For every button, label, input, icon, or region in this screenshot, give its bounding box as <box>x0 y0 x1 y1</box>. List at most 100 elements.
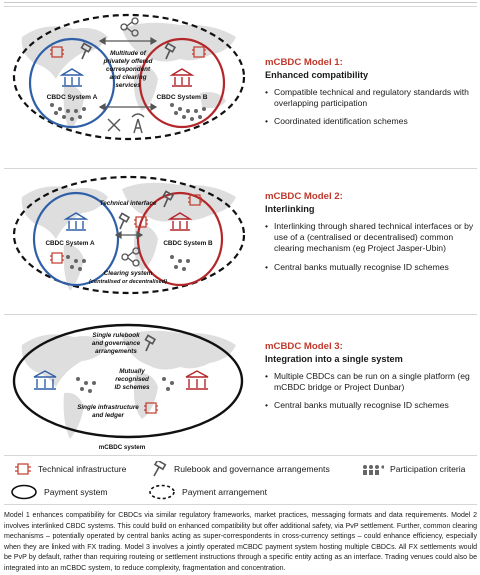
legend: Technical infrastructure Rulebook and go… <box>4 455 477 505</box>
chip-icon <box>50 252 64 264</box>
system-b-circle <box>136 191 224 287</box>
caption: Model 1 enhances compatibility for CBDCs… <box>4 512 477 572</box>
participants-icon <box>363 465 384 475</box>
chip-icon <box>188 194 202 206</box>
system-b-label: CBDC System B <box>157 94 208 101</box>
legend-payment-arrangement: Payment arrangement <box>148 484 267 500</box>
bank-icon <box>167 212 193 231</box>
id-schemes-line: Mutually <box>119 368 145 375</box>
chip-icon <box>144 402 158 414</box>
model-bullets: Compatible technical and regulatory stan… <box>265 87 477 128</box>
model-3-panel: Single rulebook and governance arrangeme… <box>4 314 477 452</box>
participants-icon <box>170 103 206 121</box>
system-a-label: CBDC System A <box>47 94 98 101</box>
rulebook-line: and governance <box>92 340 141 347</box>
payment-system-ellipse <box>12 323 244 439</box>
model-2-text: mCBDC Model 2: Interlinking Interlinking… <box>265 191 477 280</box>
legend-label: Payment system <box>44 487 108 497</box>
gavel-icon <box>118 212 131 230</box>
model-3-text: mCBDC Model 3: Integration into a single… <box>265 341 477 419</box>
model-1-text: mCBDC Model 1: Enhanced compatibility Co… <box>265 57 477 135</box>
model-bullets: Interlinking through shared technical in… <box>265 221 477 273</box>
infrastructure-line: and ledger <box>92 412 124 419</box>
id-schemes-label: Mutually recognised ID schemes <box>114 368 149 391</box>
model-title: mCBDC Model 2: <box>265 191 343 202</box>
link-arrows <box>114 230 144 240</box>
chip-icon <box>192 46 206 58</box>
rulebook-label: Single rulebook and governance arrangeme… <box>92 332 141 355</box>
model-2-diagram: Technical interface CBDC System A CBDC S… <box>4 169 254 301</box>
model-3-diagram: Single rulebook and governance arrangeme… <box>4 315 254 453</box>
world-map <box>21 22 236 131</box>
bullet-item: Coordinated identification schemes <box>265 116 477 127</box>
model-2-panel: Technical interface CBDC System A CBDC S… <box>4 168 477 300</box>
legend-participation: Participation criteria <box>362 461 465 477</box>
gavel-icon <box>162 190 175 208</box>
payment-system-symbol <box>11 484 37 500</box>
bank-icon <box>185 370 209 390</box>
center-label-line: correspondent <box>106 66 151 73</box>
payment-arrangement-ellipse <box>12 175 246 295</box>
center-label-line: and clearing <box>109 74 146 81</box>
legend-payment-system: Payment system <box>10 484 108 500</box>
legend-rulebook: Rulebook and governance arrangements <box>150 461 330 477</box>
chip-icon <box>15 463 31 475</box>
center-label: Multitude of privately offered correspon… <box>103 50 153 89</box>
center-label-line: Multitude of <box>110 50 147 57</box>
legend-label: Payment arrangement <box>182 487 268 497</box>
rulebook-line: arrangements <box>95 348 137 355</box>
tools-icon <box>107 118 121 132</box>
bullet-item: Multiple CBDCs can be run on a single pl… <box>265 371 477 393</box>
legend-technical-infrastructure: Technical infrastructure <box>14 461 126 477</box>
system-a-circle <box>28 37 116 129</box>
gavel-icon <box>164 42 177 60</box>
clearing-system-label: Clearing system <box>104 270 153 277</box>
center-label-line: privately offered <box>103 58 153 65</box>
model-subtitle: Interlinking <box>265 204 315 214</box>
model-subtitle: Enhanced compatibility <box>265 70 369 80</box>
infrastructure-label: Single infrastructure and ledger <box>77 404 139 419</box>
network-icon <box>121 247 140 267</box>
system-b-circle <box>138 37 226 129</box>
system-a-label: CBDC System A <box>45 240 95 247</box>
link-arrows <box>98 36 158 112</box>
model-subtitle: Integration into a single system <box>265 354 403 364</box>
technical-interface-label: Technical interface <box>100 200 157 207</box>
bank-icon <box>169 68 195 87</box>
mcbdc-system-label: mCBDC system <box>99 444 146 451</box>
legend-label: Participation criteria <box>390 464 466 474</box>
gavel-icon <box>80 42 93 60</box>
network-icon <box>120 17 139 37</box>
bullet-item: Central banks mutually recognise ID sche… <box>265 262 477 273</box>
center-label-line: services <box>115 82 141 89</box>
system-b-label: CBDC System B <box>163 240 213 247</box>
antenna-icon <box>131 113 145 134</box>
payment-arrangement-ellipse <box>12 13 246 141</box>
infrastructure-line: Single infrastructure <box>77 404 139 411</box>
legend-label: Rulebook and governance arrangements <box>174 464 330 474</box>
world-map <box>21 330 236 439</box>
clearing-note-label: (centralised or decentralised) <box>89 279 167 285</box>
model-1-panel: CBDC System A CBDC System B Multitude of… <box>4 6 477 146</box>
model-title: mCBDC Model 1: <box>265 57 343 68</box>
bank-icon <box>33 370 57 390</box>
participants-icon <box>50 103 86 121</box>
payment-arrangement-symbol <box>149 484 175 500</box>
model-bullets: Multiple CBDCs can be run on a single pl… <box>265 371 477 412</box>
participants-icon <box>170 255 190 271</box>
chip-icon <box>50 46 64 58</box>
rulebook-line: Single rulebook <box>92 332 140 339</box>
bullet-item: Compatible technical and regulatory stan… <box>265 87 477 109</box>
model-1-diagram: CBDC System A CBDC System B Multitude of… <box>4 7 254 147</box>
bank-icon <box>59 68 85 87</box>
participants-icon <box>76 377 174 393</box>
chip-icon <box>134 216 148 228</box>
id-schemes-line: recognised <box>115 376 149 383</box>
bullet-item: Interlinking through shared technical in… <box>265 221 477 255</box>
bullet-item: Central banks mutually recognise ID sche… <box>265 400 477 411</box>
gavel-icon <box>144 334 157 352</box>
legend-label: Technical infrastructure <box>38 464 127 474</box>
id-schemes-line: ID schemes <box>114 384 149 391</box>
participants-icon <box>66 255 86 271</box>
system-a-circle <box>32 191 120 287</box>
